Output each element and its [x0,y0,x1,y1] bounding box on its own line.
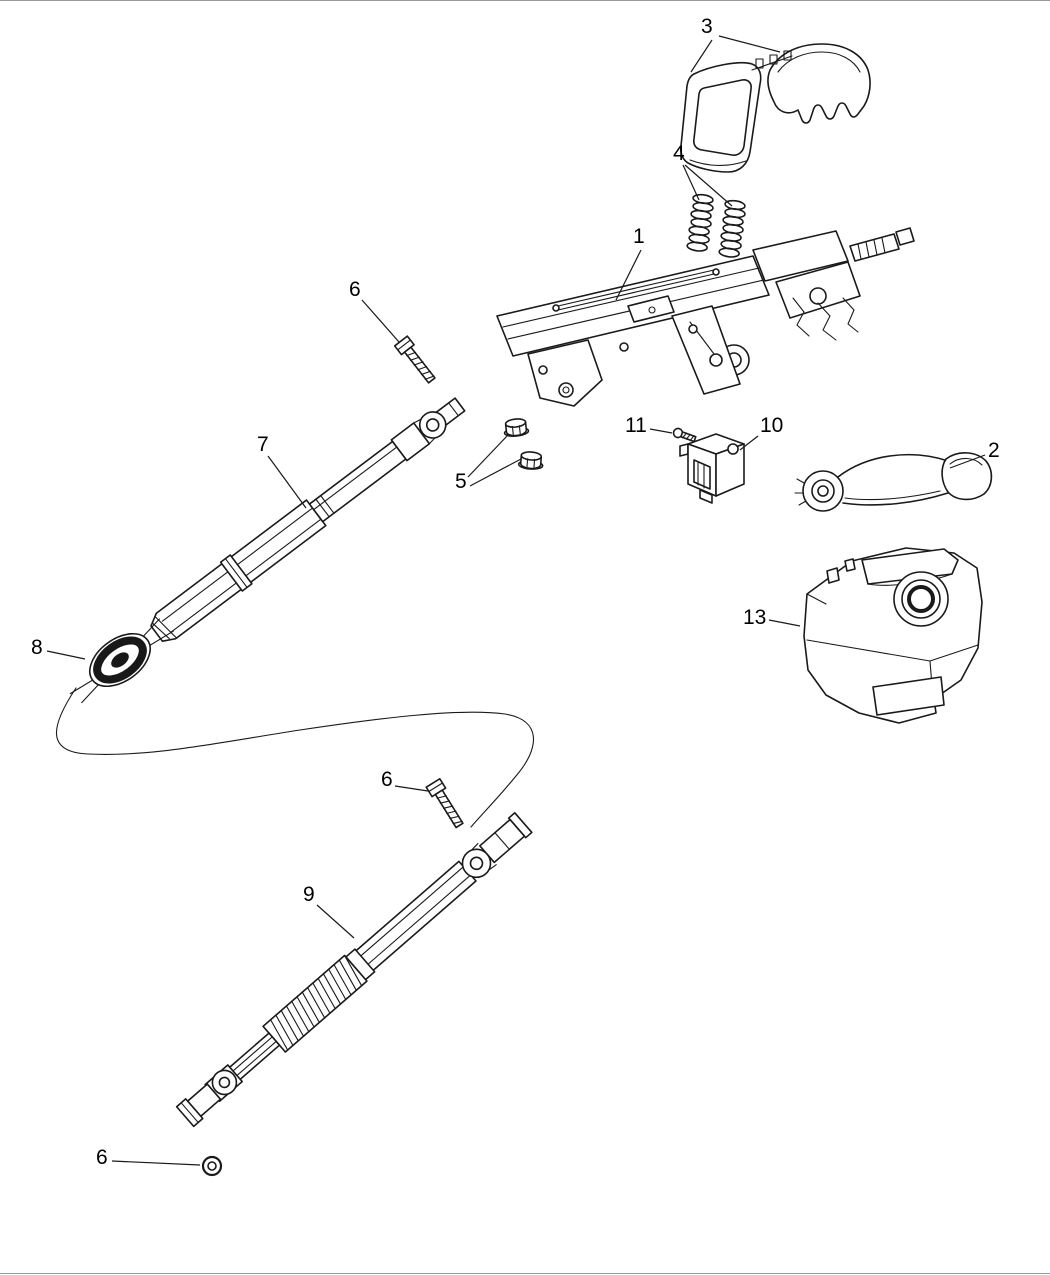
return-spring-right [717,198,748,259]
callout-8: 8 [31,636,43,659]
lower-intermediate-shaft [175,812,533,1128]
column-control-module [803,547,983,724]
callout-7: 7 [257,433,269,456]
callout-4: 4 [673,142,685,165]
callout-6-lower: 6 [96,1146,108,1169]
lower-shaft-upper-u-joint [461,848,492,879]
callout-2: 2 [988,439,1000,462]
steering-column-assembly [496,227,915,407]
callout-10: 10 [760,414,784,437]
lever-handle-pad [941,452,993,501]
page-border-top [0,0,1050,1]
tilt-release-lever [794,452,993,512]
wiring [792,297,810,337]
callout-5: 5 [455,470,467,493]
return-spring-left [685,192,716,253]
callout-11: 11 [625,414,647,437]
lock-housing [775,261,861,319]
flange-nut-upper [502,416,530,439]
column-shroud-left-half [680,61,762,173]
callout-1: 1 [633,225,645,248]
steering-shaft-boot-seal [69,618,174,704]
mounting-screw [672,427,697,443]
shaft-bellows [262,954,368,1053]
column-mount-foot [527,339,603,407]
page-border-bottom [0,1273,1050,1274]
splined-output-shaft [849,227,915,262]
callout-9: 9 [303,883,315,906]
callout-13: 13 [743,606,767,629]
flange-nut-lower [517,450,545,471]
retainer-ring-lower [201,1155,223,1177]
leader-lines [46,35,986,1166]
hex-bolt-middle [425,777,468,831]
ignition-switch [679,433,745,504]
column-head-housing [752,230,849,282]
upper-shaft-u-joint [418,411,447,439]
callout-6-upper: 6 [349,278,361,301]
routing-curve [56,687,535,828]
upper-intermediate-shaft [150,397,466,642]
shroud-mount-tabs [751,50,793,71]
lower-shaft-lower-u-joint [211,1069,238,1096]
callout-6-middle: 6 [381,768,393,791]
hex-bolt-upper [393,335,439,387]
callout-3: 3 [701,15,713,38]
column-shroud-right-half [751,43,871,124]
